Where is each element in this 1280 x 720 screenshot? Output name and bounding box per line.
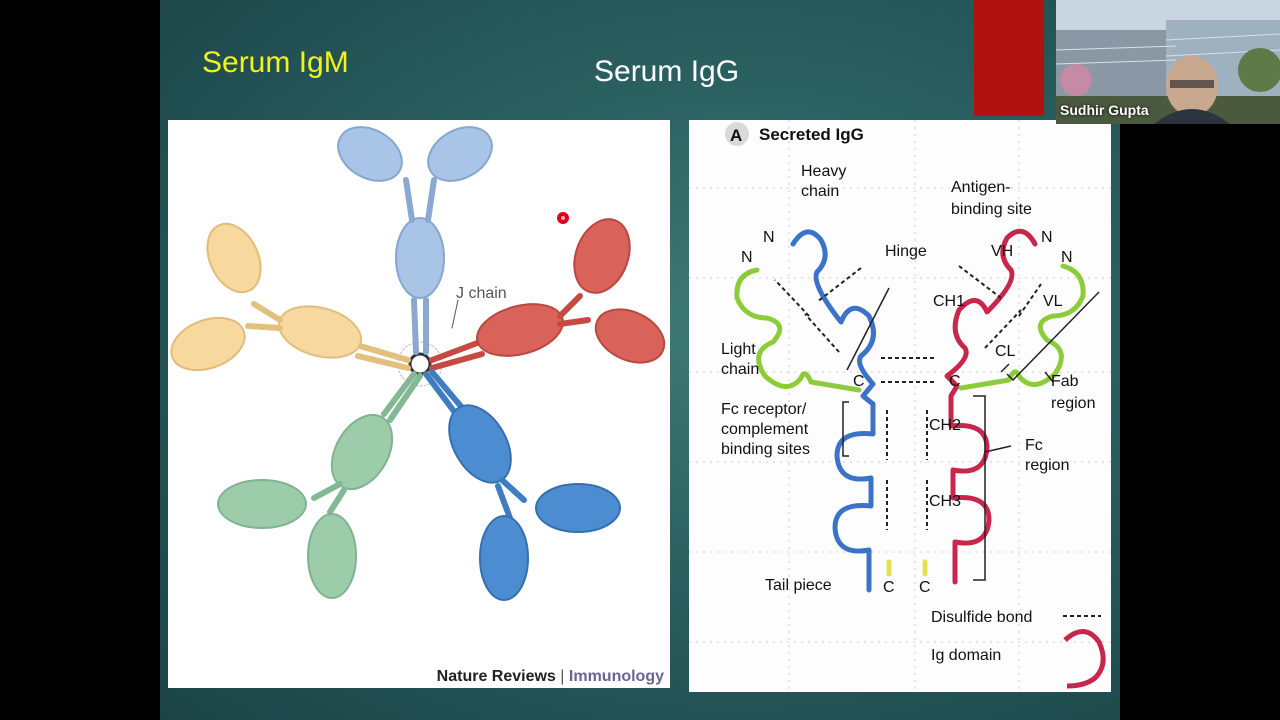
label-c-tail-left: C [883, 579, 895, 596]
fc-bracket [973, 395, 986, 581]
igm-monomer-right [429, 218, 666, 371]
legend-ig-domain-label: Ig domain [931, 647, 1001, 664]
label-heavy-chain-2: chain [801, 183, 839, 200]
igm-monomer-bottom-right [423, 369, 621, 601]
igm-diagram: J chain Nature Reviews | Immunology [168, 120, 670, 688]
credit-prefix: Nature Reviews [436, 668, 556, 685]
panel-tag: A [730, 126, 742, 145]
light-chain-left [734, 267, 862, 393]
label-antigen-2: binding site [951, 201, 1032, 218]
red-shape [974, 0, 1044, 116]
label-c-left: C [853, 373, 865, 390]
igm-monomer-top [337, 126, 493, 355]
label-n-light-right: N [1061, 249, 1073, 266]
slide-title-igg: Serum IgG [594, 55, 740, 88]
figure-credit: Nature Reviews | Immunology [437, 668, 664, 686]
label-tail-piece: Tail piece [765, 577, 832, 594]
label-vh: VH [991, 243, 1013, 260]
participant-name: Sudhir Gupta [1060, 102, 1149, 118]
label-fc-1: Fc [1025, 437, 1043, 454]
igg-diagram: A Secreted IgG [689, 120, 1111, 692]
video-scene [1056, 0, 1280, 124]
light-chain-right [958, 263, 1086, 391]
igm-center-ring [408, 352, 432, 376]
label-fc-receptor-1: Fc receptor/ [721, 401, 807, 418]
label-cl: CL [995, 343, 1016, 360]
label-n-heavy-left: N [763, 229, 775, 246]
label-c-right: C [949, 373, 961, 390]
label-n-heavy-right: N [1041, 229, 1053, 246]
fc-pointer [984, 445, 1012, 453]
label-ch3: CH3 [929, 493, 961, 510]
label-fab-2: region [1051, 395, 1095, 412]
label-ch2: CH2 [929, 417, 961, 434]
heavy-chain-right [944, 228, 1038, 585]
label-hinge: Hinge [885, 243, 927, 260]
panel-title: Secreted IgG [759, 125, 864, 144]
video-thumbnail[interactable]: Sudhir Gupta [1056, 0, 1280, 124]
label-heavy-chain-1: Heavy [801, 163, 846, 180]
credit-journal: Immunology [568, 668, 664, 685]
label-antigen-1: Antigen- [951, 179, 1011, 196]
fc-receptor-bracket [842, 401, 849, 457]
panel-tag-circle [725, 122, 749, 146]
slide-title-igm: Serum IgM [202, 46, 349, 79]
hinge-pointer [846, 287, 890, 371]
igm-monomer-left [170, 222, 411, 372]
label-fc-receptor-2: complement [721, 421, 809, 438]
label-c-tail-right: C [919, 579, 931, 596]
fab-pointer [1044, 371, 1054, 383]
label-vl: VL [1043, 293, 1063, 310]
label-n-light-left: N [741, 249, 753, 266]
label-light-chain-1: Light [721, 341, 756, 358]
label-fc-2: region [1025, 457, 1069, 474]
label-fc-receptor-3: binding sites [721, 441, 810, 458]
label-fab-1: Fab [1051, 373, 1079, 390]
legend-disulfide-label: Disulfide bond [931, 609, 1032, 626]
legend-ig-domain-swatch [1063, 629, 1106, 689]
j-chain-label: J chain [456, 285, 507, 302]
fab-bracket [1006, 291, 1100, 382]
heavy-chain-left [790, 229, 876, 593]
igm-monomer-bottom-left [217, 371, 423, 599]
credit-separator: | [560, 668, 565, 685]
igm-pentamer-svg: J chain [170, 126, 666, 601]
igg-structure-svg: A Secreted IgG [689, 120, 1111, 692]
label-light-chain-2: chain [721, 361, 759, 378]
disulfide-bonds [774, 265, 1042, 530]
label-ch1: CH1 [933, 293, 965, 310]
